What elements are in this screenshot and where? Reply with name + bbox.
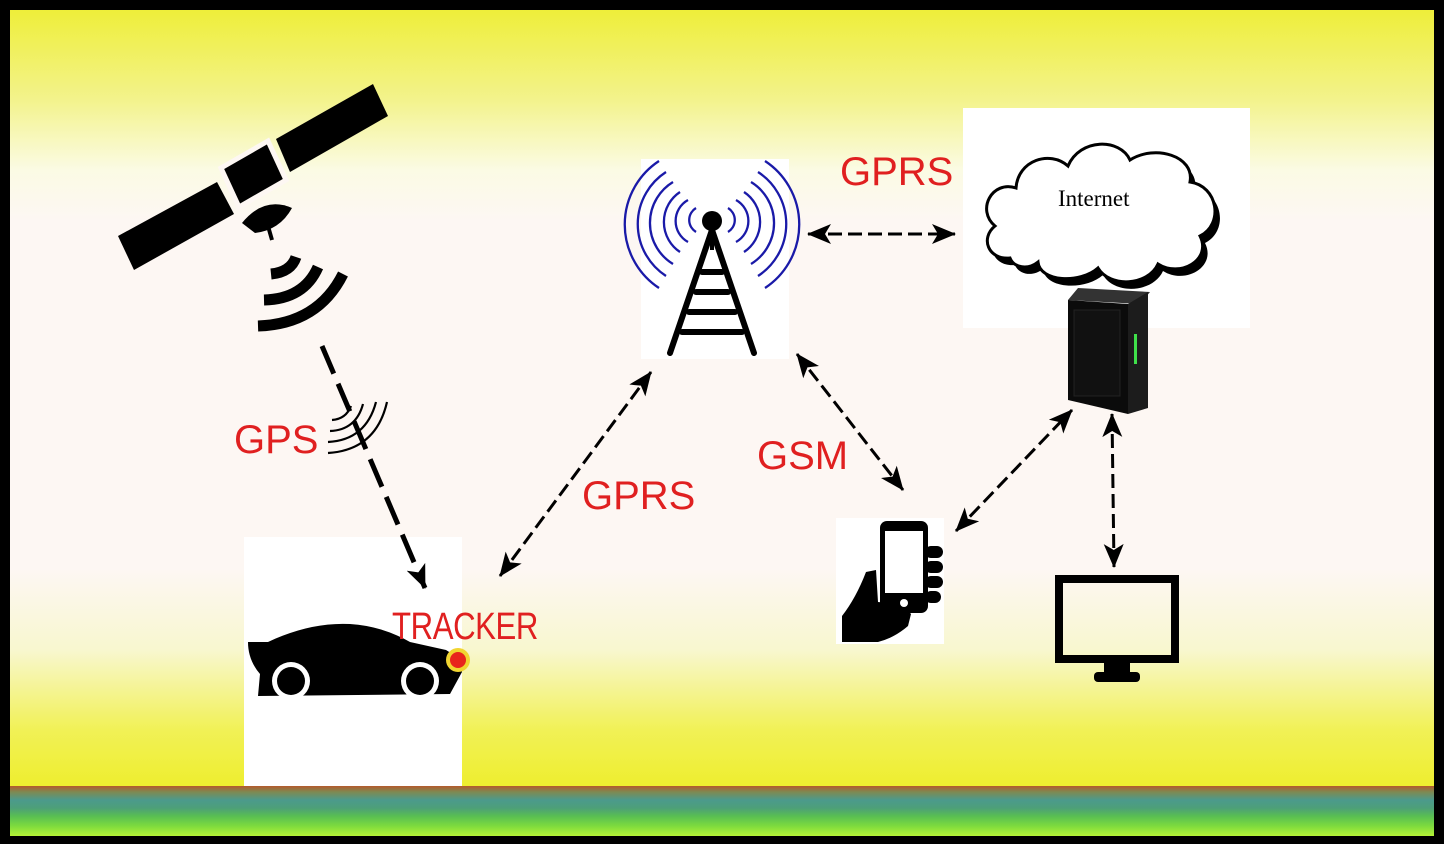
diagram-canvas: GPS GPRS GPRS GSM TRACKER Internet	[10, 10, 1434, 836]
satellite-icon	[118, 84, 388, 270]
cloud-icon	[985, 142, 1220, 289]
gps-arrow	[319, 345, 428, 589]
gprs-label-tower-internet: GPRS	[840, 150, 954, 194]
monitor-icon	[1055, 575, 1179, 682]
tracker-tower-arrow	[498, 371, 653, 577]
ground-strip	[10, 786, 1434, 836]
hand-phone-icon	[842, 521, 943, 642]
car-icon	[248, 623, 462, 700]
tracker-label: TRACKER	[392, 606, 539, 648]
server-monitor-arrow	[1102, 413, 1124, 568]
internet-label: Internet	[1058, 186, 1130, 211]
tracker-dot-icon	[446, 648, 470, 672]
gsm-label: GSM	[757, 434, 849, 478]
gprs-label-tracker-tower: GPRS	[582, 474, 696, 518]
tower-phone-arrow	[795, 353, 905, 491]
server-phone-arrow	[954, 408, 1074, 533]
server-icon	[1068, 288, 1150, 414]
gps-label: GPS	[234, 418, 319, 462]
satellite-signal-icon	[257, 254, 348, 332]
diagram-graphics	[118, 84, 1220, 700]
cell-tower-icon	[623, 160, 801, 356]
